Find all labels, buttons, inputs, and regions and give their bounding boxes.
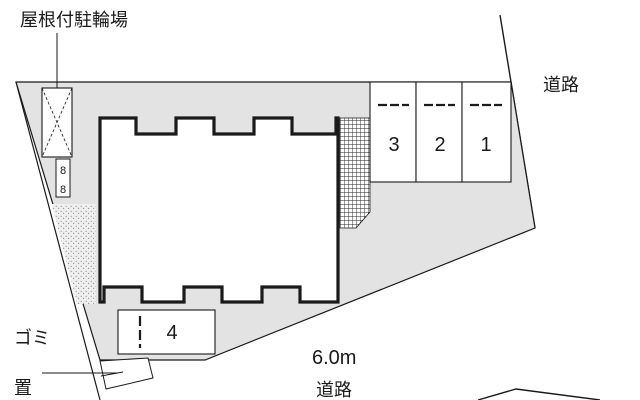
parking-space: 4 [117,309,216,355]
parking-space-number: 2 [434,134,445,156]
hatched-area [339,117,371,229]
road-edge-left [15,81,101,400]
neighbor-building-edge [477,388,601,400]
gravel-area [52,204,96,304]
garbage-divider [100,371,124,377]
parking-space-number: 1 [480,134,491,156]
parking-space: 1 [461,81,512,183]
parking-space: 3 [369,81,417,183]
parking-space-number: 4 [166,322,177,344]
garbage-area [99,357,154,390]
parking-space-number: 3 [388,134,399,156]
garbage-label-line1: ゴミ [14,328,50,349]
parking-space: 2 [415,81,463,183]
bike-rack: 8 8 [55,158,71,198]
road-label-right: 道路 [543,75,579,96]
road-label-bottom: 道路 [316,380,352,400]
bike-rack-symbol: 8 [60,165,66,177]
garbage-label-line2: 置 [14,378,32,399]
building-outline [98,116,340,304]
road-width-label: 6.0m [312,347,356,369]
bike-parking-shelter [41,87,73,158]
bike-rack-symbol: 8 [60,184,66,196]
bike-parking-label: 屋根付駐輪場 [20,10,128,31]
